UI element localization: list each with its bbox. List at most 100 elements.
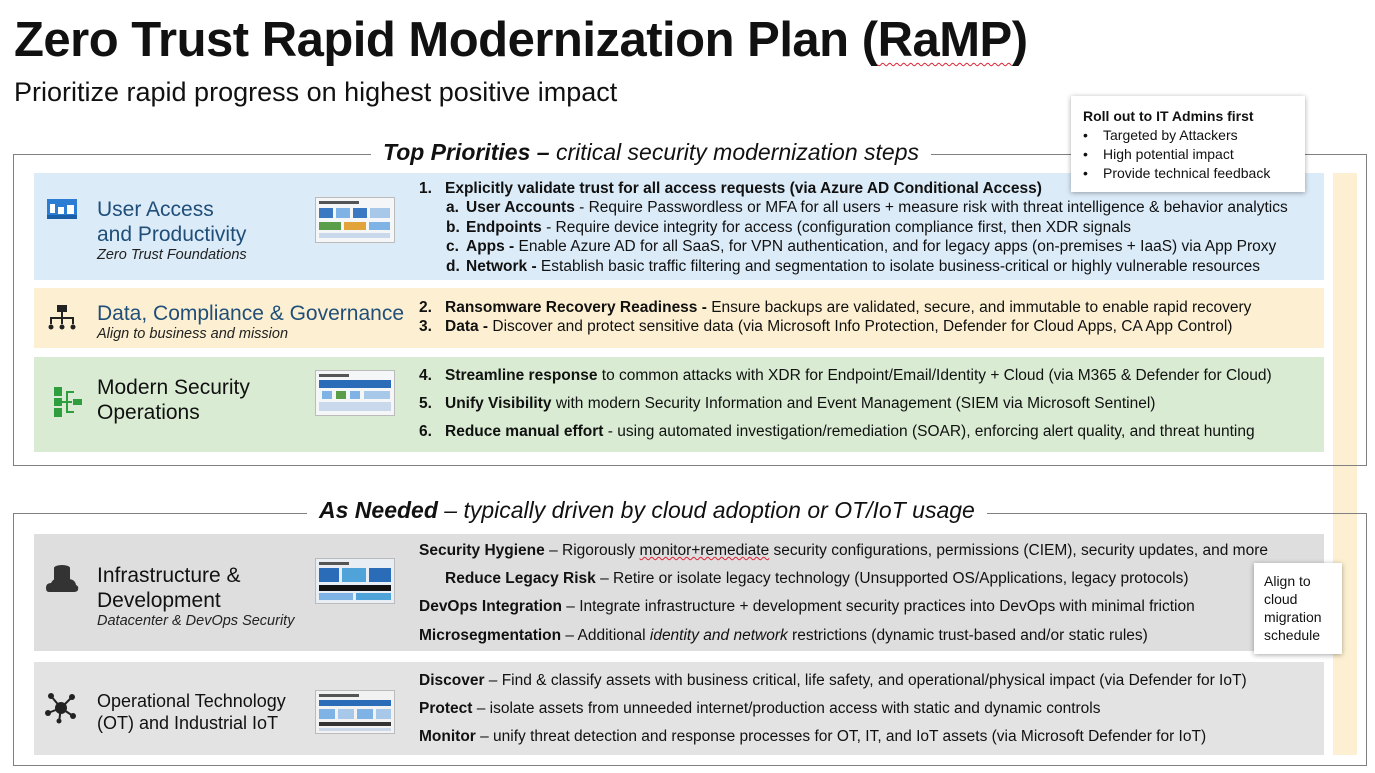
item-text: - using automated investigation/remediat… <box>603 423 1255 440</box>
title-ramp: RaMP <box>877 13 1013 67</box>
as-needed-item-microsegmentation: Microsegmentation – Additional identity … <box>419 627 1148 645</box>
infrastructure-title-line2: Development <box>97 589 221 612</box>
callout-bullet-text: Provide technical feedback <box>1103 165 1271 181</box>
item-text: – Additional <box>561 627 650 644</box>
item-text: restrictions (dynamic trust-based and/or… <box>787 627 1148 644</box>
item-number: 2. <box>419 299 432 316</box>
user-access-thumbnail <box>315 197 395 243</box>
ot-iot-thumbnail <box>315 690 395 734</box>
as-needed-item-legacy-risk: Reduce Legacy Risk – Retire or isolate l… <box>445 570 1189 588</box>
item-number: 5. <box>419 395 432 412</box>
item-text: – Retire or isolate legacy technology (U… <box>595 570 1189 587</box>
item-text: with modern Security Information and Eve… <box>551 395 1156 412</box>
timeline-bar <box>1333 173 1357 755</box>
subitem-text: - Require device integrity for access (c… <box>541 219 1132 236</box>
user-access-title-line2: and Productivity <box>97 223 247 246</box>
subitem-label: Network - <box>466 258 537 275</box>
subitem-text: - Require Passwordless or MFA for all us… <box>574 199 1288 216</box>
ot-iot-title-line2: (OT) and Industrial IoT <box>97 713 279 733</box>
priority-item-3: 3. Data - Discover and protect sensitive … <box>419 318 1232 336</box>
band-data-compliance <box>34 288 1324 348</box>
item-number: 6. <box>419 423 432 440</box>
priority-item-5: 5. Unify Visibility with modern Security … <box>419 395 1155 413</box>
item-label: DevOps Integration <box>419 598 562 615</box>
bullet-glyph: • <box>1083 127 1088 143</box>
item-text-italic: identity and network <box>649 627 788 644</box>
security-operations-thumbnail <box>315 370 395 416</box>
infrastructure-title-line1: Infrastructure & <box>97 564 241 587</box>
item-label: Microsegmentation <box>419 627 562 644</box>
item-text: – Find & classify assets with business c… <box>484 672 1247 689</box>
item-label: Data - <box>445 318 489 335</box>
callout-bullet-text: High potential impact <box>1103 146 1234 162</box>
subitem-letter: a. <box>446 199 459 216</box>
priority-subitem-c: c. Apps - Enable Azure AD for all SaaS, f… <box>446 238 1276 256</box>
callout-bullet: • Provide technical feedback <box>1083 165 1270 181</box>
priority-subitem-b: b. Endpoints - Require device integrity f… <box>446 219 1131 237</box>
item-label: Discover <box>419 672 485 689</box>
priority-item-4: 4. Streamline response to common attacks … <box>419 367 1272 385</box>
infrastructure-title: Infrastructure &Development <box>97 563 241 613</box>
callout-cloud-migration: Align to cloud migration schedule <box>1254 563 1342 654</box>
item-number: 3. <box>419 318 432 335</box>
callout-bullet: • Targeted by Attackers <box>1083 127 1238 143</box>
priority-item-2: 2. Ransomware Recovery Readiness - Ensure… <box>419 299 1251 317</box>
as-needed-item-protect: Protect – isolate assets from unneeded i… <box>419 700 1101 718</box>
item-text: – unify threat detection and response pr… <box>475 728 1207 745</box>
infrastructure-thumbnail <box>315 558 395 604</box>
org-chart-icon <box>47 304 77 337</box>
page-subtitle: Prioritize rapid progress on highest pos… <box>14 77 618 107</box>
as-needed-item-devops: DevOps Integration – Integrate infrastru… <box>419 598 1195 616</box>
item-text: to common attacks with XDR for Endpoint/… <box>597 367 1272 384</box>
top-priorities-heading: Top Priorities – critical security moder… <box>371 139 931 166</box>
as-needed-heading-rest: – typically driven by cloud adoption or … <box>437 497 975 523</box>
priority-item-6: 6. Reduce manual effort - using automated… <box>419 423 1255 441</box>
top-priorities-heading-bold: Top Priorities – <box>383 139 550 165</box>
data-compliance-subtitle: Align to business and mission <box>97 326 289 342</box>
subitem-label: Apps - <box>466 238 515 255</box>
as-needed-item-discover: Discover – Find & classify assets with b… <box>419 672 1247 690</box>
item-text: Ensure backups are validated, secure, an… <box>706 299 1252 316</box>
callout-it-admins-title: Roll out to IT Admins first <box>1083 108 1254 124</box>
item-number: 1. <box>419 180 432 197</box>
item-text: – Integrate infrastructure + development… <box>561 598 1195 615</box>
security-ops-title-line2: Operations <box>97 401 200 424</box>
item-label: Ransomware Recovery Readiness - <box>445 299 707 316</box>
item-text: Discover and protect sensitive data (via… <box>488 318 1233 335</box>
bullet-glyph: • <box>1083 165 1088 181</box>
band-ot-iot <box>34 662 1324 755</box>
item-label: Explicitly validate trust for all access… <box>445 180 1042 197</box>
item-text: security configurations, permissions (CI… <box>769 542 1268 559</box>
callout-it-admins: Roll out to IT Admins first • Targeted by… <box>1071 96 1305 192</box>
subitem-letter: c. <box>446 238 459 255</box>
title-suffix: ) <box>1011 13 1028 67</box>
callout-bullet-text: Targeted by Attackers <box>1103 127 1238 143</box>
band-infrastructure <box>34 534 1324 651</box>
subitem-label: Endpoints <box>466 219 542 236</box>
top-priorities-heading-rest: critical security modernization steps <box>549 139 919 165</box>
item-number: 4. <box>419 367 432 384</box>
security-operations-icon <box>51 386 85 423</box>
callout-cloud-line: cloud <box>1264 591 1298 607</box>
as-needed-heading: As Needed – typically driven by cloud ad… <box>307 497 987 524</box>
item-label: Streamline response <box>445 367 598 384</box>
item-label: Monitor <box>419 728 476 745</box>
security-ops-title-line1: Modern Security <box>97 376 250 399</box>
callout-cloud-line: schedule <box>1264 627 1321 643</box>
callout-cloud-line: Align to <box>1264 573 1311 589</box>
subitem-text: Enable Azure AD for all SaaS, for VPN au… <box>514 238 1277 255</box>
as-needed-heading-bold: As Needed <box>319 497 438 523</box>
priority-item-1: 1. Explicitly validate trust for all acce… <box>419 180 1042 198</box>
item-text-squiggle: monitor+remediate <box>639 542 770 559</box>
callout-bullet: •High potential impact <box>1083 146 1234 162</box>
ot-iot-title: Operational Technology(OT) and Industria… <box>97 690 286 734</box>
subitem-letter: d. <box>446 258 460 275</box>
band-security-operations <box>34 357 1324 452</box>
subitem-letter: b. <box>446 219 460 236</box>
item-label: Unify Visibility <box>445 395 552 412</box>
data-compliance-title: Data, Compliance & Governance <box>97 302 404 325</box>
item-label: Reduce manual effort <box>445 423 604 440</box>
page-title: Zero Trust Rapid Modernization Plan (RaM… <box>14 12 1028 68</box>
